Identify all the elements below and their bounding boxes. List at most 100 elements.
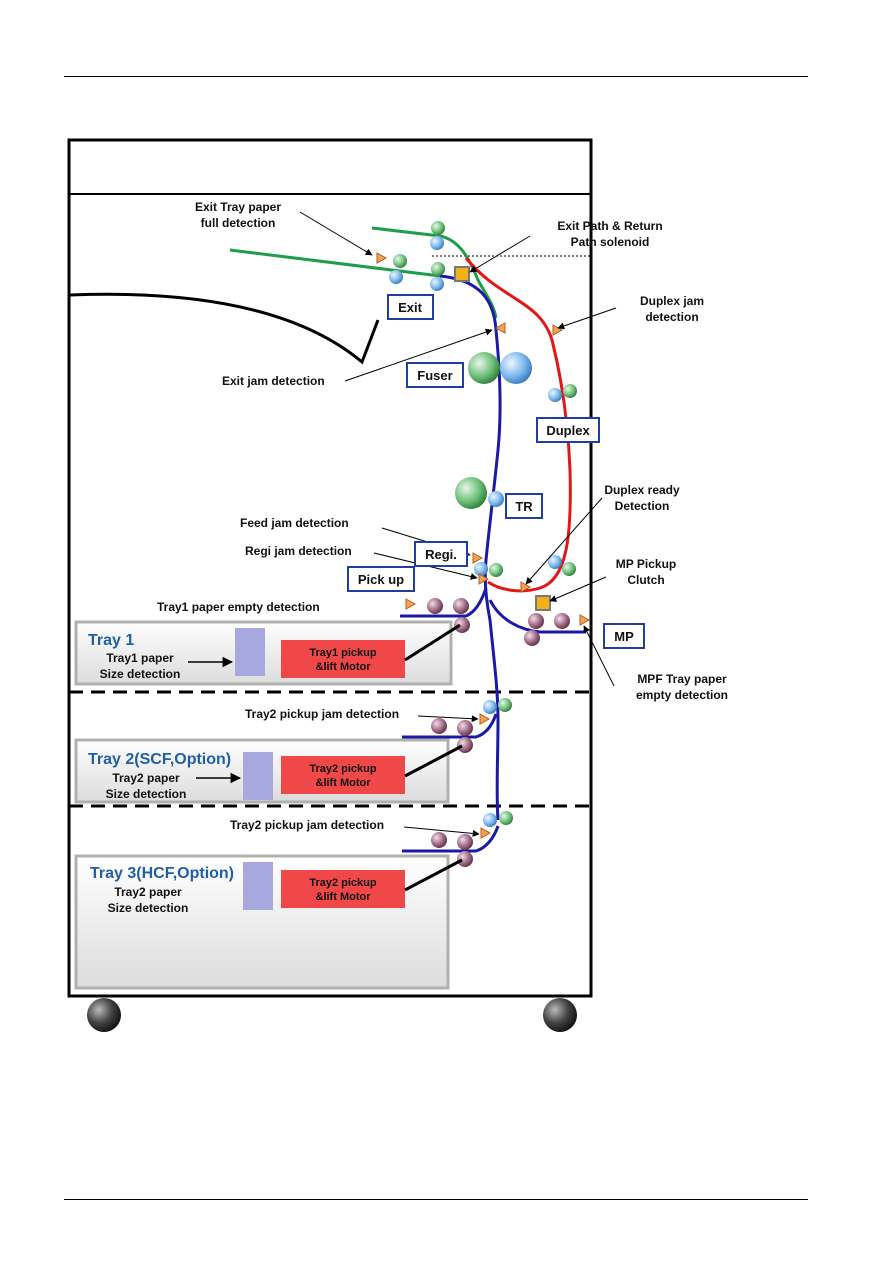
tray1-pickup-roller-2	[453, 598, 469, 614]
tray3-feed-roller-1	[483, 813, 497, 827]
pickup-box-label: Pick up	[358, 572, 404, 587]
tray3-title: Tray 3(HCF,Option)	[90, 865, 234, 882]
mp-roller-1	[528, 613, 544, 629]
mpf-empty-label-1: MPF Tray paper	[637, 672, 727, 686]
mpf-empty-sensor-icon	[579, 614, 591, 626]
tray2-jam-arrow	[417, 715, 479, 723]
mp-clutch-label-2: Clutch	[627, 573, 664, 587]
duplex-jam-arrow	[557, 307, 617, 330]
mp-box	[603, 623, 645, 649]
tray2-size-label-2: Size detection	[106, 787, 187, 801]
tray3-roller-1	[431, 832, 447, 848]
tray3-size-label-2: Size detection	[108, 901, 189, 915]
fuser-pressure-roller	[500, 352, 532, 384]
mp-clutch-arrow	[549, 576, 607, 602]
regi-jam-label: Regi jam detection	[245, 544, 352, 558]
duplex-roller-1	[548, 388, 562, 402]
mp-box-label: MP	[614, 629, 634, 644]
duplex-roller-2	[563, 384, 577, 398]
transfer-roller	[488, 491, 504, 507]
mpf-empty-label-2: empty detection	[636, 688, 728, 702]
mpf-empty-arrow	[583, 625, 615, 687]
tray3-size-sensor	[243, 862, 273, 910]
duplex-ready-arrow	[525, 497, 603, 585]
blue-tray2-feed	[402, 713, 498, 739]
tray2-roller-1	[431, 718, 447, 734]
tray1-motor-label-2: &lift Motor	[316, 661, 372, 673]
duplex-jam-label-1: Duplex jam	[640, 294, 704, 308]
tray3-size-label-1: Tray2 paper	[114, 885, 182, 899]
solenoid-arrow	[469, 235, 531, 273]
duplex-ready-sensor-icon	[520, 581, 532, 593]
tray2-feed-roller-2	[498, 698, 512, 712]
exit-box	[387, 294, 434, 320]
blue-mp-feed	[488, 599, 586, 634]
regi-jam-sensor-icon	[478, 573, 490, 585]
tr-box	[505, 493, 543, 519]
fuser-box-label: Fuser	[417, 368, 452, 383]
tray2-roller-3	[457, 737, 473, 753]
header-rule	[64, 76, 808, 77]
tray3-jam-arrow	[403, 826, 480, 837]
exit-roller-4	[430, 277, 444, 291]
exit-jam-label: Exit jam detection	[222, 374, 325, 388]
duplex-box-label: Duplex	[546, 423, 590, 438]
tray3-roller-3	[457, 851, 473, 867]
tray3-roller-2	[457, 834, 473, 850]
duplex-ready-label-1: Duplex ready	[604, 483, 680, 497]
tray1-size-label-2: Size detection	[100, 667, 181, 681]
machine-frame	[67, 138, 593, 998]
feed-jam-sensor-icon	[472, 552, 484, 564]
exit-full-arrow	[299, 211, 373, 256]
tray2-roller-2	[457, 720, 473, 736]
tray1-motor	[281, 640, 405, 678]
tray2-feed-roller-1	[483, 700, 497, 714]
exit-solenoid-label-2: Path solenoid	[571, 235, 650, 249]
right-wheel	[543, 998, 577, 1032]
left-wheel	[87, 998, 121, 1032]
exit-jam-arrow	[344, 328, 493, 382]
fuser-box	[406, 362, 464, 388]
tray2-motor	[281, 756, 405, 794]
duplex-jam-label-2: detection	[645, 310, 698, 324]
exit-roller-2	[389, 270, 403, 284]
exit-solenoid-icon	[454, 266, 470, 282]
tray2-title: Tray 2(SCF,Option)	[88, 751, 231, 768]
exit-roller-top	[431, 221, 445, 235]
tray1-title: Tray 1	[88, 632, 134, 649]
tray3-motor-link	[404, 858, 463, 892]
tray1-size-label-1: Tray1 paper	[106, 651, 174, 665]
mp-clutch-icon	[535, 595, 551, 611]
regi-roller-1	[474, 562, 488, 576]
tray2-motor-link	[404, 744, 463, 778]
tray1-empty-sensor-icon	[405, 598, 417, 610]
green-exit-path-upper	[371, 226, 498, 319]
exit-tray-curve	[69, 292, 380, 365]
exit-solenoid-label-1: Exit Path & Return	[557, 219, 662, 233]
duplex-ready-label-2: Detection	[615, 499, 670, 513]
feed-jam-label: Feed jam detection	[240, 516, 349, 530]
tray1-motor-link	[404, 623, 461, 662]
green-exit-path-lower	[229, 248, 441, 278]
tray3-jam-sensor-icon	[480, 827, 492, 839]
exit-full-label-2: full detection	[201, 216, 276, 230]
tray1-size-sensor	[235, 628, 265, 676]
duplex-box	[536, 417, 600, 443]
tray3-motor-label-2: &lift Motor	[316, 891, 372, 903]
tray2-size-sensor	[243, 752, 273, 800]
exit-box-label: Exit	[398, 300, 423, 315]
duplex-exit-roller-1	[548, 555, 562, 569]
opc-drum	[455, 477, 487, 509]
exit-jam-sensor-icon	[494, 322, 506, 334]
tray2-motor-label-2: &lift Motor	[316, 777, 372, 789]
regi-box-label: Regi.	[425, 547, 457, 562]
duplex-exit-roller-2	[562, 562, 576, 576]
tray2-jam-label: Tray2 pickup jam detection	[245, 707, 399, 721]
exit-roller-top-b	[430, 236, 444, 250]
mp-clutch-label-1: MP Pickup	[616, 557, 676, 571]
tray3-jam-label: Tray2 pickup jam detection	[230, 818, 384, 832]
mp-roller-3	[524, 630, 540, 646]
tray3-motor-label-1: Tray2 pickup	[309, 877, 377, 889]
tray1-motor-label-1: Tray1 pickup	[309, 647, 377, 659]
